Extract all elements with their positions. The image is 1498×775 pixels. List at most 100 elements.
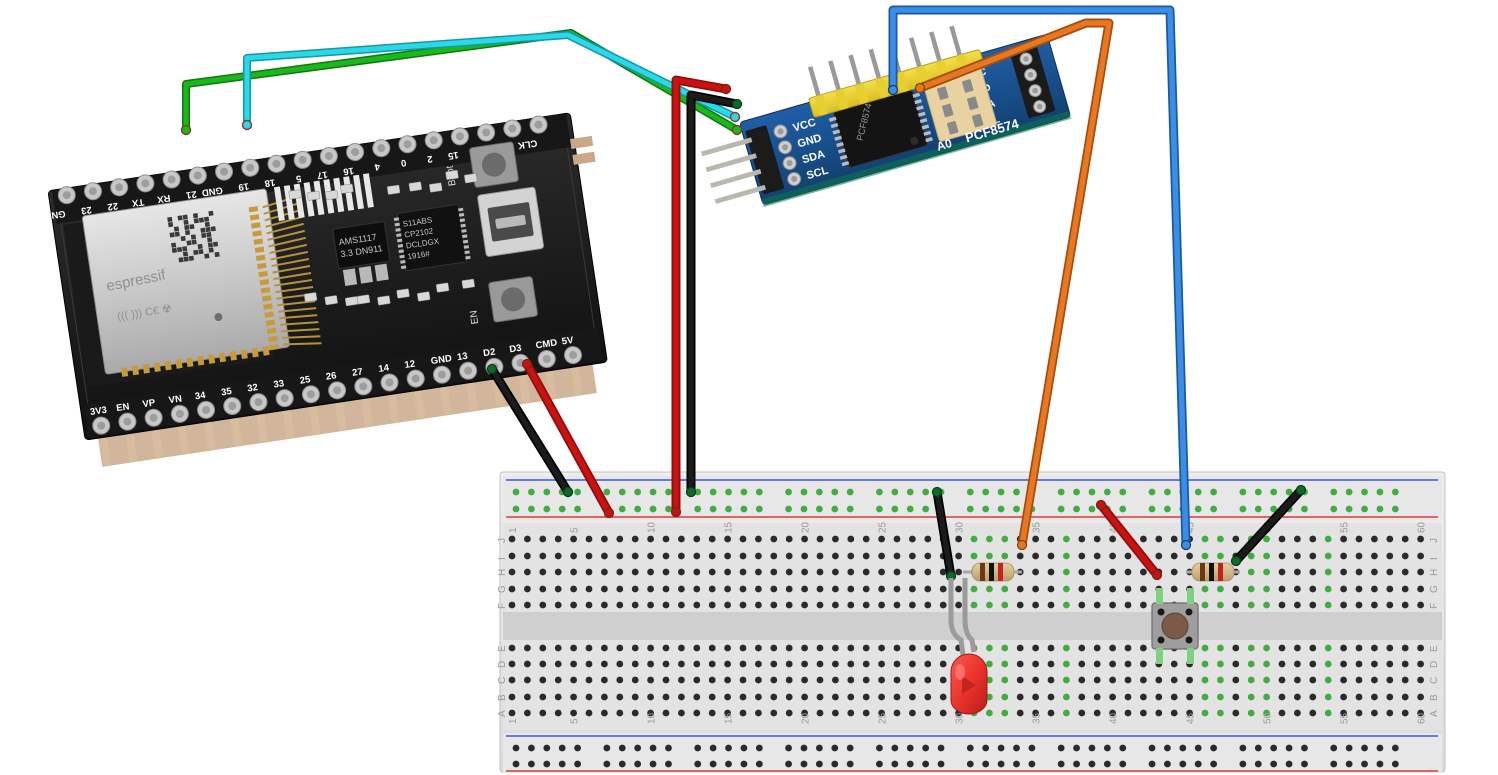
breadboard-hole[interactable] [770, 552, 778, 560]
esp32-pin-hole[interactable] [62, 191, 71, 200]
rail-hole[interactable] [528, 760, 535, 768]
pcf-io-pin[interactable] [868, 48, 882, 81]
rail-hole[interactable] [1239, 760, 1247, 768]
breadboard-hole[interactable] [1371, 660, 1378, 668]
breadboard-hole[interactable] [1140, 644, 1147, 652]
breadboard-hole[interactable] [878, 601, 885, 609]
breadboard-hole[interactable] [1247, 552, 1255, 560]
breadboard-hole[interactable] [616, 585, 624, 593]
breadboard-hole[interactable] [1417, 693, 1424, 701]
breadboard-hole[interactable] [878, 660, 885, 668]
breadboard-hole[interactable] [970, 601, 978, 609]
breadboard-hole[interactable] [939, 585, 947, 593]
breadboard-hole[interactable] [1063, 693, 1070, 701]
breadboard-hole[interactable] [1140, 709, 1147, 717]
breadboard-hole[interactable] [631, 660, 639, 668]
breadboard-hole[interactable] [755, 676, 762, 684]
rail-hole[interactable] [512, 505, 520, 513]
breadboard-hole[interactable] [1401, 601, 1409, 609]
breadboard-hole[interactable] [708, 601, 716, 609]
breadboard-hole[interactable] [554, 585, 562, 593]
breadboard-hole[interactable] [1063, 568, 1070, 576]
breadboard-hole[interactable] [1401, 552, 1409, 560]
breadboard-hole[interactable] [1047, 709, 1055, 717]
breadboard-hole[interactable] [1401, 585, 1409, 593]
breadboard-hole[interactable] [1263, 693, 1270, 701]
rail-hole[interactable] [1330, 505, 1338, 513]
esp32-pin-hole[interactable] [324, 151, 333, 160]
breadboard-hole[interactable] [524, 552, 531, 560]
breadboard-hole[interactable] [862, 535, 870, 543]
breadboard-hole[interactable] [755, 644, 762, 652]
breadboard-hole[interactable] [1001, 601, 1009, 609]
breadboard-hole[interactable] [862, 693, 870, 701]
breadboard-hole[interactable] [1170, 660, 1178, 668]
breadboard-hole[interactable] [601, 644, 608, 652]
breadboard-hole[interactable] [832, 660, 839, 668]
rail-hole[interactable] [1088, 760, 1096, 768]
breadboard-hole[interactable] [693, 552, 701, 560]
breadboard-hole[interactable] [1170, 693, 1178, 701]
breadboard-hole[interactable] [1294, 693, 1301, 701]
breadboard-hole[interactable] [554, 660, 562, 668]
breadboard-hole[interactable] [678, 644, 685, 652]
esp32-pin-hole[interactable] [464, 366, 473, 375]
breadboard-hole[interactable] [847, 585, 855, 593]
rail-hole[interactable] [1088, 505, 1096, 513]
rail-hole[interactable] [1254, 760, 1262, 768]
breadboard-hole[interactable] [678, 693, 685, 701]
breadboard-hole[interactable] [1186, 552, 1193, 560]
breadboard-hole[interactable] [1186, 709, 1193, 717]
breadboard-hole[interactable] [801, 535, 808, 543]
breadboard-hole[interactable] [724, 676, 731, 684]
rail-hole[interactable] [1119, 488, 1127, 496]
breadboard-hole[interactable] [539, 535, 547, 543]
breadboard-hole[interactable] [909, 535, 916, 543]
rail-hole[interactable] [649, 488, 657, 496]
rail-hole[interactable] [558, 505, 566, 513]
breadboard-hole[interactable] [554, 568, 562, 576]
rail-hole[interactable] [1254, 744, 1262, 752]
wire-button-to-rail-pos[interactable] [1098, 502, 1160, 578]
pushbutton[interactable] [1151, 588, 1199, 664]
breadboard-hole[interactable] [1371, 535, 1378, 543]
breadboard-hole[interactable] [1063, 709, 1070, 717]
breadboard-hole[interactable] [554, 693, 562, 701]
rail-hole[interactable] [665, 760, 672, 768]
breadboard-hole[interactable] [524, 585, 531, 593]
breadboard-hole[interactable] [508, 535, 516, 543]
breadboard-hole[interactable] [662, 709, 670, 717]
breadboard-hole[interactable] [893, 585, 901, 593]
breadboard-hole[interactable] [739, 535, 747, 543]
pcf-right-hole[interactable] [1036, 103, 1043, 110]
breadboard-hole[interactable] [832, 585, 839, 593]
breadboard-hole[interactable] [693, 676, 701, 684]
breadboard-hole[interactable] [1124, 552, 1132, 560]
breadboard-hole[interactable] [862, 552, 870, 560]
breadboard-hole[interactable] [939, 601, 947, 609]
breadboard-hole[interactable] [647, 644, 654, 652]
breadboard-hole[interactable] [693, 693, 701, 701]
breadboard-hole[interactable] [1278, 535, 1286, 543]
breadboard-hole[interactable] [893, 693, 901, 701]
breadboard-hole[interactable] [1170, 585, 1178, 593]
breadboard-hole[interactable] [1155, 535, 1163, 543]
rail-hole[interactable] [1057, 760, 1065, 768]
breadboard-hole[interactable] [1016, 693, 1024, 701]
breadboard-hole[interactable] [785, 660, 793, 668]
breadboard-hole[interactable] [939, 644, 947, 652]
breadboard-hole[interactable] [847, 676, 855, 684]
rail-hole[interactable] [1330, 488, 1338, 496]
breadboard-hole[interactable] [1401, 676, 1409, 684]
rail-hole[interactable] [1270, 505, 1278, 513]
breadboard-hole[interactable] [585, 709, 593, 717]
breadboard-hole[interactable] [816, 601, 824, 609]
breadboard-hole[interactable] [1340, 552, 1347, 560]
pcf-io-socket[interactable] [895, 71, 909, 93]
breadboard-hole[interactable] [1278, 660, 1286, 668]
breadboard-hole[interactable] [970, 552, 978, 560]
breadboard-hole[interactable] [508, 693, 516, 701]
rail-hole[interactable] [906, 488, 914, 496]
wire-pcf-p1-to-button[interactable] [890, 7, 1189, 548]
wire-esp-21-to-pcf-sda[interactable] [244, 32, 738, 128]
